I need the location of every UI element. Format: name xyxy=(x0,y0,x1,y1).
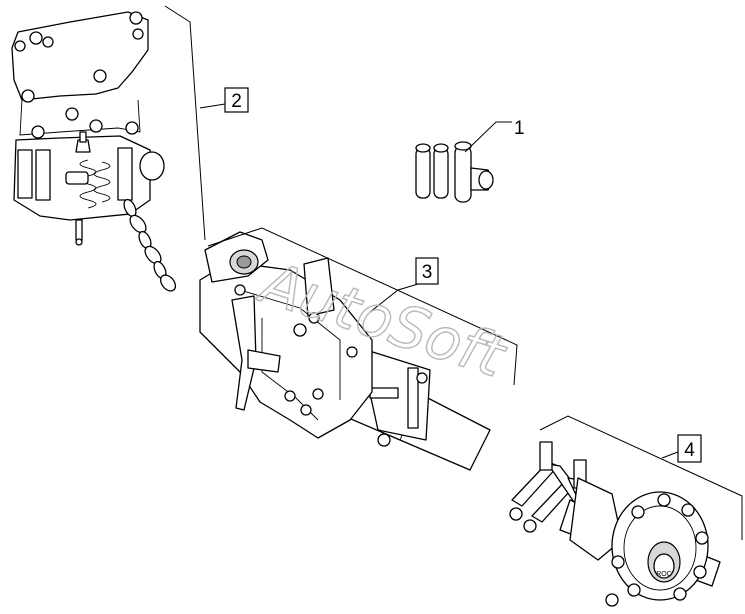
callout-3: 3 xyxy=(415,257,439,285)
callout-2: 2 xyxy=(224,87,249,113)
callout-2-label: 2 xyxy=(231,91,242,112)
chain xyxy=(123,198,177,292)
assembly-3-hitch xyxy=(199,231,491,471)
callout-4: 4 xyxy=(677,434,702,463)
callout-3-label: 3 xyxy=(422,262,433,283)
assembly-2-bracket xyxy=(11,11,165,246)
callout-4-label: 4 xyxy=(684,440,695,461)
callout-1-label: 1 xyxy=(514,118,525,139)
part-1-pins xyxy=(415,141,494,203)
spring xyxy=(65,159,111,209)
assembly-4-hub: ROC xyxy=(509,441,721,607)
hub-stamp: ROC xyxy=(656,571,672,578)
